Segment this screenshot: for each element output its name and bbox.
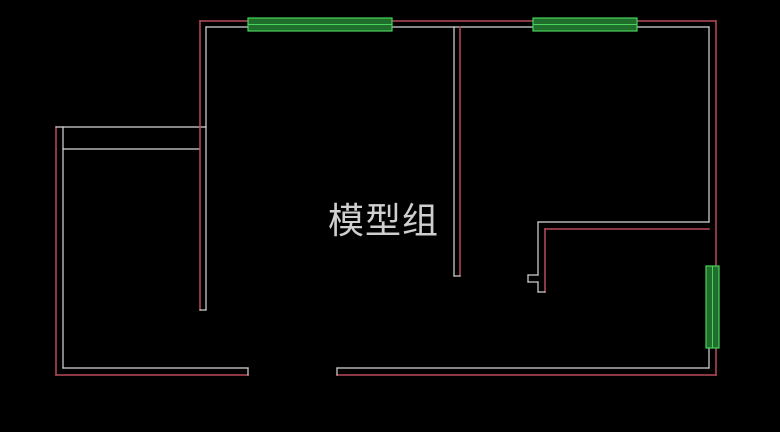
walls [55, 20, 717, 376]
model-group-label: 模型组 [328, 201, 440, 242]
window-top-left [247, 17, 393, 32]
window-right [705, 265, 720, 349]
window-top-right [532, 17, 638, 32]
windows [247, 17, 720, 349]
